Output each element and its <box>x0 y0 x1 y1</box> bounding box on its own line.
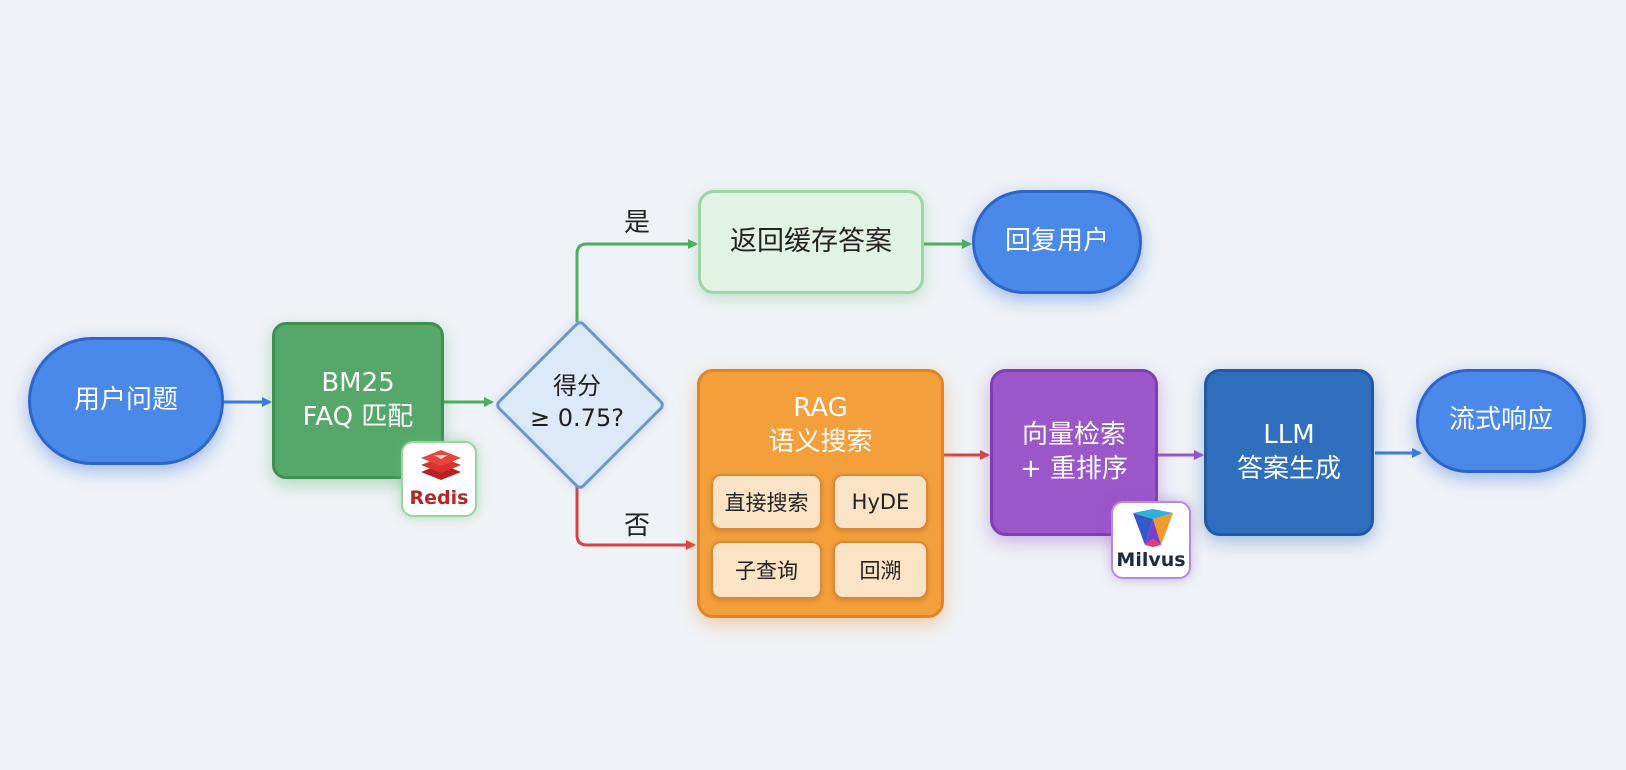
vector-search-line1: 向量检索 <box>1021 419 1126 450</box>
return-cache-label: 返回缓存答案 <box>730 226 892 258</box>
bm25-label-line2: FAQ 匹配 <box>302 401 414 432</box>
streaming-response-label: 流式响应 <box>1448 405 1553 436</box>
reply-user-node: 回复用户 <box>972 190 1142 294</box>
vector-search-line2: + 重排序 <box>1019 453 1129 484</box>
llm-label-line1: LLM <box>1263 419 1315 450</box>
redis-logo-icon <box>421 450 461 480</box>
rag-title-line1: RAG <box>793 393 848 423</box>
user-question-node: 用户问题 <box>28 337 224 465</box>
edge-decision-yes <box>575 239 698 322</box>
yes-label: 是 <box>624 208 651 238</box>
edge-decision-no <box>575 482 696 550</box>
rag-method-subquery: 子查询 <box>711 541 822 599</box>
redis-badge-label: Redis <box>409 487 469 509</box>
milvus-badge: Milvus <box>1111 501 1191 579</box>
rag-title-line2: 语义搜索 <box>768 426 873 457</box>
streaming-response-node: 流式响应 <box>1416 369 1586 473</box>
llm-label-line2: 答案生成 <box>1236 453 1341 484</box>
redis-badge: Redis <box>401 441 477 517</box>
bm25-label-line1: BM25 <box>321 367 395 398</box>
no-label: 否 <box>624 511 651 541</box>
decision-text: 得分 ≥ 0.75? <box>497 362 657 442</box>
reply-user-label: 回复用户 <box>1004 226 1109 257</box>
llm-answer-node: LLM 答案生成 <box>1204 369 1374 536</box>
rag-method-direct-search: 直接搜索 <box>711 474 822 530</box>
return-cache-node: 返回缓存答案 <box>698 190 924 294</box>
user-question-label: 用户问题 <box>73 385 178 416</box>
milvus-badge-label: Milvus <box>1116 549 1186 571</box>
rag-method-backtrack: 回溯 <box>833 541 928 599</box>
milvus-logo-icon <box>1133 509 1173 547</box>
decision-label-line1: 得分 <box>553 371 601 400</box>
bm25-faq-node: BM25 FAQ 匹配 <box>272 322 444 479</box>
decision-label-line2: ≥ 0.75? <box>530 404 624 432</box>
rag-method-hyde: HyDE <box>833 474 928 530</box>
